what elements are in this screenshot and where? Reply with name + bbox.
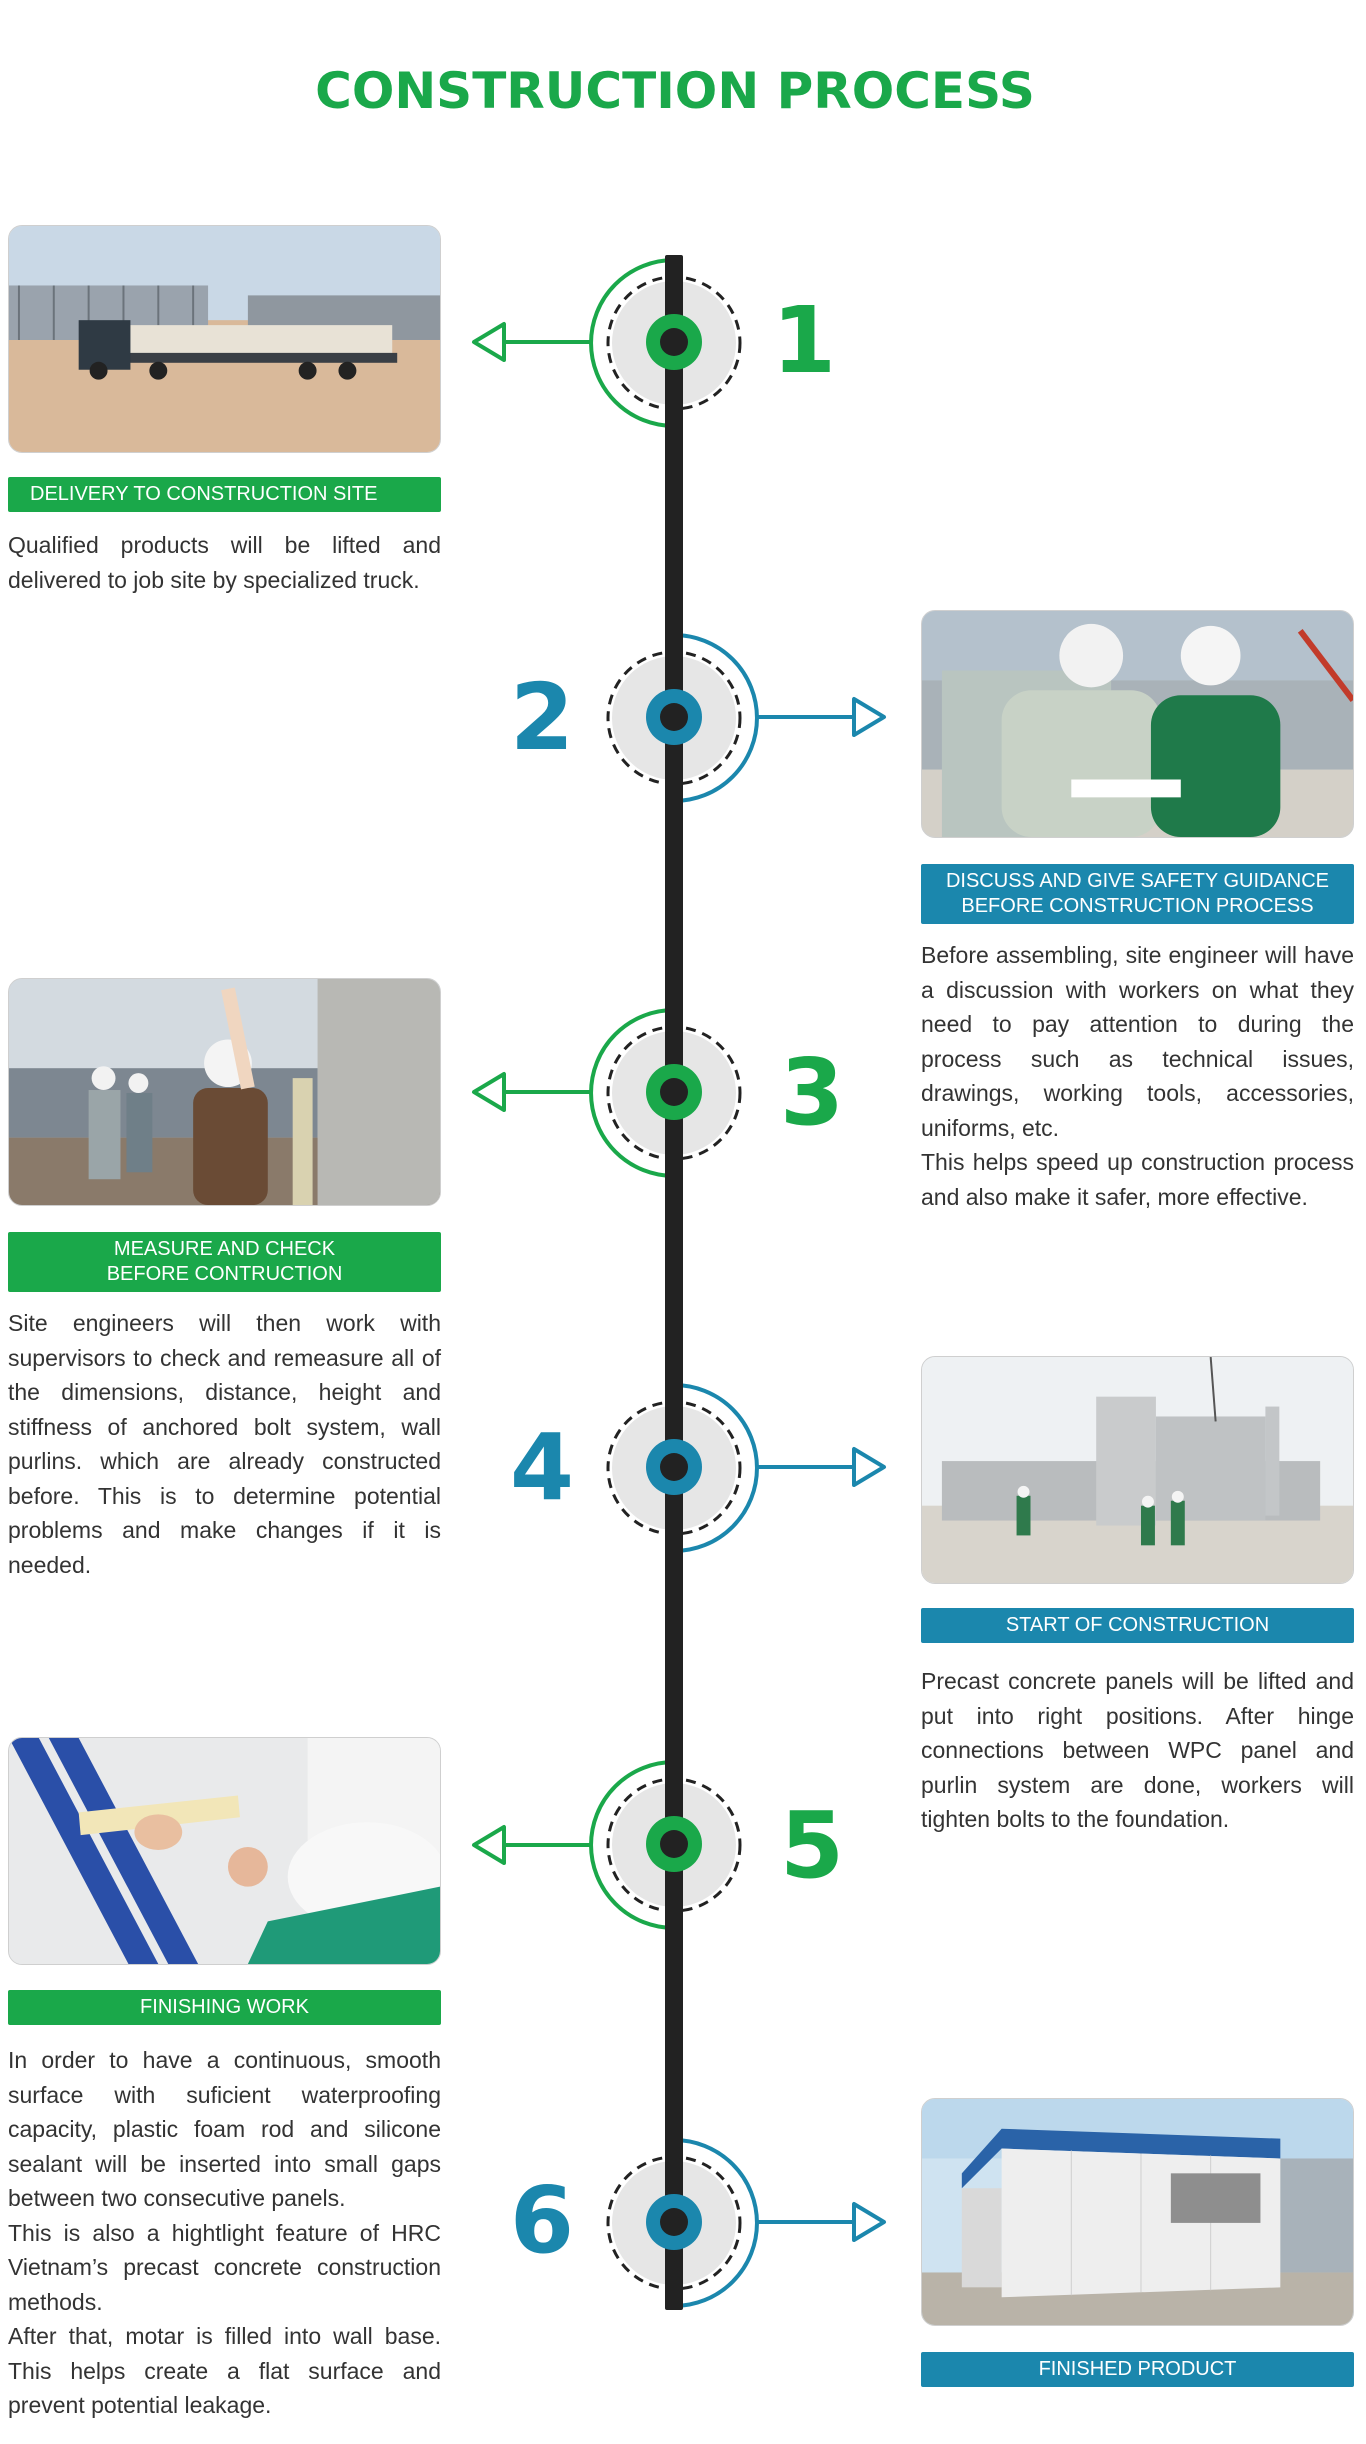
step-4-dot xyxy=(646,1439,702,1495)
step-4-caption: START OF CONSTRUCTION xyxy=(921,1608,1354,1643)
step-3-caption-line-2: BEFORE CONTRUCTION xyxy=(106,1263,343,1285)
step-2-photo-engineers xyxy=(921,610,1354,838)
step-3-arrow xyxy=(468,1070,598,1114)
step-5-paragraph-3: After that, motar is filled into wall ba… xyxy=(8,2323,441,2418)
step-4-number: 4 xyxy=(510,1414,575,1521)
step-2-dot xyxy=(646,689,702,745)
step-4-photo-panels xyxy=(921,1356,1354,1584)
step-5-dot xyxy=(646,1816,702,1872)
step-2-caption: DISCUSS AND GIVE SAFETY GUIDANCE BEFORE … xyxy=(921,864,1354,924)
step-3-dot xyxy=(646,1064,702,1120)
step-1-caption: DELIVERY TO CONSTRUCTION SITE xyxy=(8,477,441,512)
timeline-spine xyxy=(665,255,683,2310)
step-5-number: 5 xyxy=(780,1792,845,1899)
step-2-paragraph-2: This helps speed up construction process… xyxy=(921,1149,1354,1210)
step-4-arrow xyxy=(752,1445,892,1489)
step-5-description: In order to have a continuous, smooth su… xyxy=(8,2043,441,2423)
step-6-dot xyxy=(646,2194,702,2250)
step-3-description: Site engineers will then work with super… xyxy=(8,1306,441,1582)
step-5-paragraph-2: This is also a hightlight feature of HRC… xyxy=(8,2219,441,2315)
step-5-photo-sealant xyxy=(8,1737,441,1965)
step-5-caption: FINISHING WORK xyxy=(8,1990,441,2025)
step-2-caption-line-1: DISCUSS AND GIVE SAFETY GUIDANCE xyxy=(945,870,1330,892)
step-3-caption: MEASURE AND CHECK BEFORE CONTRUCTION xyxy=(8,1232,441,1292)
step-6-caption: FINISHED PRODUCT xyxy=(921,2352,1354,2387)
step-1-number: 1 xyxy=(772,287,837,394)
step-2-caption-line-2: BEFORE CONSTRUCTION PROCESS xyxy=(961,895,1314,917)
step-6-number: 6 xyxy=(510,2167,575,2274)
step-5-arrow xyxy=(468,1823,598,1867)
step-3-caption-line-1: MEASURE AND CHECK xyxy=(113,1238,336,1260)
step-2-description: Before assembling, site engineer will ha… xyxy=(921,938,1354,1214)
step-4-description: Precast concrete panels will be lifted a… xyxy=(921,1664,1354,1837)
step-4-paragraph: Precast concrete panels will be lifted a… xyxy=(921,1668,1354,1832)
step-3-number: 3 xyxy=(780,1039,845,1146)
step-2-paragraph-1: Before assembling, site engineer will ha… xyxy=(921,942,1354,1141)
step-6-arrow xyxy=(752,2200,892,2244)
page-title: CONSTRUCTION PROCESS xyxy=(315,62,1035,120)
step-2-number: 2 xyxy=(510,664,575,771)
step-3-photo-measuring xyxy=(8,978,441,1206)
step-5-paragraph-1: In order to have a continuous, smooth su… xyxy=(8,2047,441,2211)
step-1-description: Qualified products will be lifted and de… xyxy=(8,528,441,597)
step-1-photo-truck xyxy=(8,225,441,453)
step-1-paragraph: Qualified products will be lifted and de… xyxy=(8,532,441,593)
step-1-arrow xyxy=(468,320,598,364)
step-2-arrow xyxy=(752,695,892,739)
step-3-paragraph: Site engineers will then work with super… xyxy=(8,1310,441,1578)
step-6-photo-finished-building xyxy=(921,2098,1354,2326)
step-1-dot xyxy=(646,314,702,370)
